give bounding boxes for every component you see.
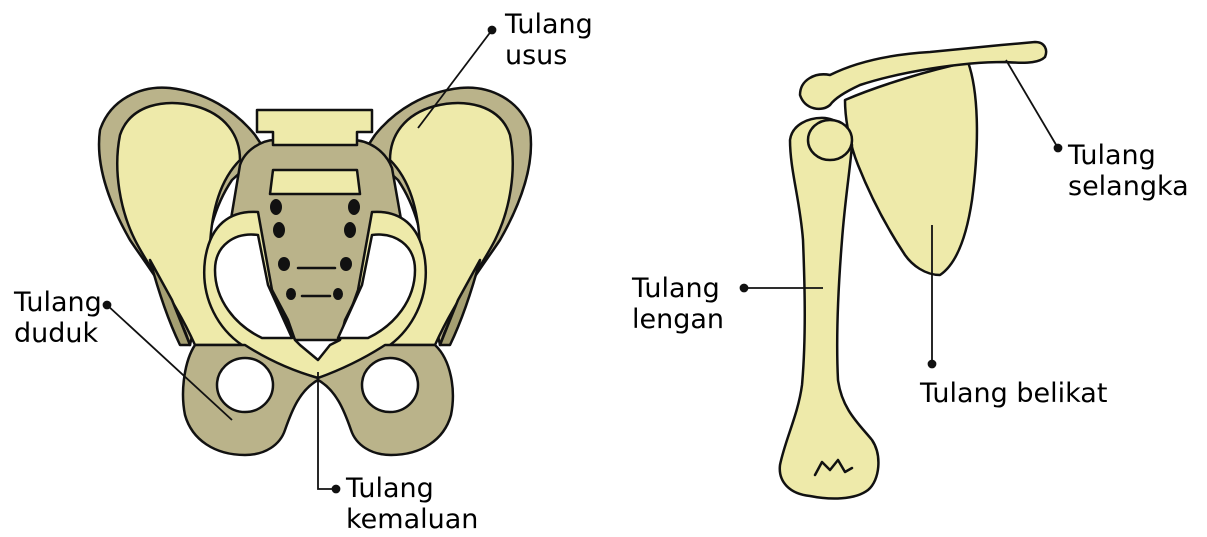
scapula xyxy=(845,62,977,275)
label-tulang-lengan: Tulang lengan xyxy=(632,273,724,335)
pointer-dot-clavicle xyxy=(1055,145,1062,152)
label-tulang-belikat: Tulang belikat xyxy=(920,378,1107,409)
pointer-dot-pubis xyxy=(333,486,340,493)
pointer-dot-ilium xyxy=(489,27,496,34)
label-tulang-kemaluan: Tulang kemaluan xyxy=(346,473,478,535)
pointer-dot-humerus xyxy=(741,285,748,292)
shoulder-illustration xyxy=(780,42,1046,498)
obturator-foramen-right xyxy=(362,358,418,412)
vertebra-lower xyxy=(270,170,360,194)
label-tulang-usus: Tulang usus xyxy=(505,9,593,71)
pelvis-illustration xyxy=(99,88,531,455)
pointer-dot-ischium xyxy=(104,302,111,309)
humeral-head xyxy=(808,120,852,160)
label-tulang-duduk: Tulang duduk xyxy=(14,287,102,349)
obturator-foramen-left xyxy=(217,358,273,412)
label-tulang-selangka: Tulang selangka xyxy=(1068,140,1189,202)
vertebra-upper xyxy=(257,110,372,145)
pointer-dot-scapula xyxy=(929,361,936,368)
